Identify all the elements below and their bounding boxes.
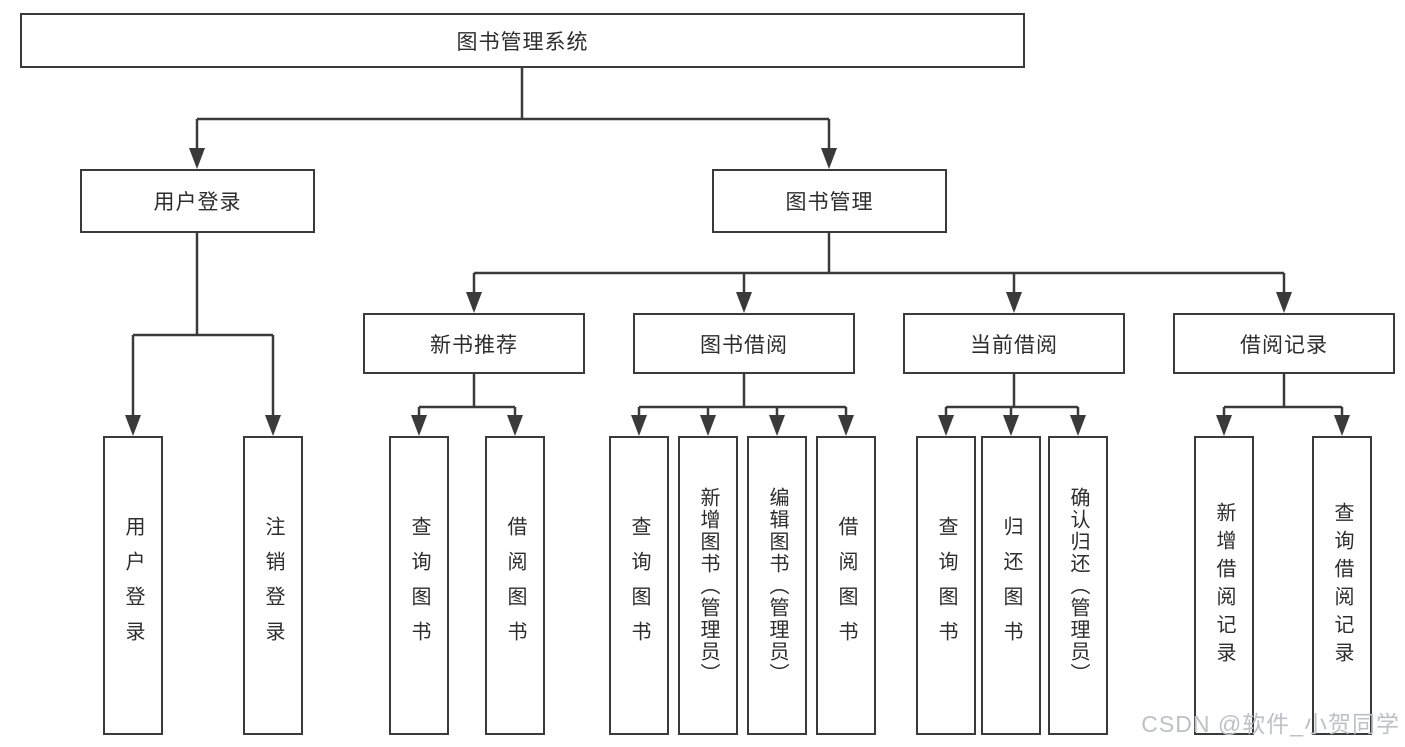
leaf-label: 查询图书 bbox=[628, 515, 650, 656]
leaf-label: 编辑图书（管理员） bbox=[766, 486, 788, 685]
leaf-borrow-books: 借阅图书 bbox=[816, 436, 876, 735]
leaf-label: 新增图书（管理员） bbox=[697, 486, 719, 685]
connector-recommend-to-leaves bbox=[411, 374, 523, 436]
connector-userlogin-to-leaves bbox=[125, 233, 281, 436]
leaf-query-books-borrow: 查询图书 bbox=[609, 436, 669, 735]
leaf-label: 归还图书 bbox=[1000, 515, 1022, 656]
node-borrow-records: 借阅记录 bbox=[1173, 313, 1395, 374]
leaf-label: 确认归还（管理员） bbox=[1067, 486, 1089, 685]
connector-records-to-leaves bbox=[1216, 374, 1350, 436]
leaf-label: 查询图书 bbox=[935, 515, 957, 656]
node-current-borrow: 当前借阅 bbox=[903, 313, 1125, 374]
leaf-label: 注销登录 bbox=[262, 515, 284, 656]
leaf-label: 借阅图书 bbox=[504, 515, 526, 656]
leaf-add-books-admin: 新增图书（管理员） bbox=[678, 436, 738, 735]
leaf-label: 新增借阅记录 bbox=[1213, 501, 1235, 670]
leaf-query-books-current: 查询图书 bbox=[916, 436, 976, 735]
connector-root-to-level2 bbox=[189, 68, 837, 169]
leaf-query-borrow-record: 查询借阅记录 bbox=[1312, 436, 1372, 735]
node-root-library-system: 图书管理系统 bbox=[20, 13, 1025, 68]
leaf-label: 查询借阅记录 bbox=[1331, 501, 1353, 670]
leaf-logout: 注销登录 bbox=[243, 436, 303, 735]
leaf-borrow-books-recommend: 借阅图书 bbox=[485, 436, 545, 735]
node-book-management: 图书管理 bbox=[712, 169, 947, 233]
csdn-watermark: CSDN @软件_小贺同学 bbox=[1141, 711, 1400, 737]
node-book-borrow: 图书借阅 bbox=[633, 313, 855, 374]
leaf-label: 借阅图书 bbox=[835, 515, 857, 656]
leaf-add-borrow-record: 新增借阅记录 bbox=[1194, 436, 1254, 735]
leaf-confirm-return-admin: 确认归还（管理员） bbox=[1048, 436, 1108, 735]
connector-borrow-to-leaves bbox=[631, 374, 854, 436]
connector-current-to-leaves bbox=[938, 374, 1086, 436]
leaf-return-books: 归还图书 bbox=[981, 436, 1041, 735]
leaf-label: 用户登录 bbox=[122, 515, 144, 656]
leaf-edit-books-admin: 编辑图书（管理员） bbox=[747, 436, 807, 735]
node-new-book-recommend: 新书推荐 bbox=[363, 313, 585, 374]
leaf-label: 查询图书 bbox=[408, 515, 430, 656]
leaf-query-books-recommend: 查询图书 bbox=[389, 436, 449, 735]
leaf-user-login: 用户登录 bbox=[103, 436, 163, 735]
node-user-login: 用户登录 bbox=[80, 169, 315, 233]
connector-bookmgmt-to-level3 bbox=[466, 233, 1292, 313]
